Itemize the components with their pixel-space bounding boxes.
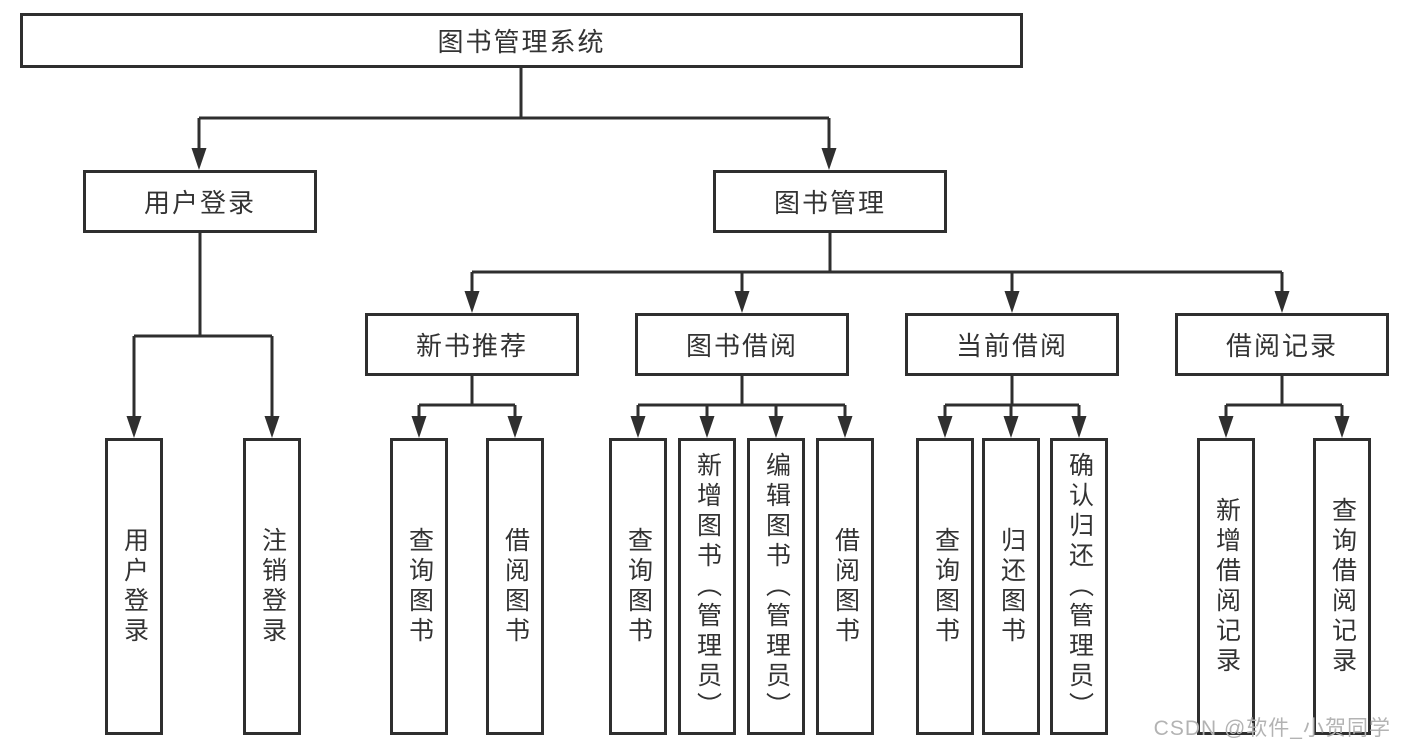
leaf-user-login: 用户登录 (105, 438, 163, 735)
leaf-add-borrow-record: 新增借阅记录 (1197, 438, 1255, 735)
leaf-borrow-books-recommend: 借阅图书 (486, 438, 544, 735)
leaf-logout: 注销登录 (243, 438, 301, 735)
node-user-login: 用户登录 (83, 170, 317, 233)
arrowheads (126, 148, 1350, 438)
node-new-book-recommend: 新书推荐 (365, 313, 579, 376)
node-borrow-records: 借阅记录 (1175, 313, 1389, 376)
csdn-watermark: CSDN @软件_小贺同学 (1153, 717, 1391, 740)
leaf-edit-books-admin: 编辑图书（管理员） (747, 438, 805, 735)
leaf-add-books-admin: 新增图书（管理员） (678, 438, 736, 735)
leaf-query-books-recommend: 查询图书 (390, 438, 448, 735)
node-current-borrow: 当前借阅 (905, 313, 1119, 376)
leaf-query-books-borrow: 查询图书 (609, 438, 667, 735)
leaf-return-books: 归还图书 (982, 438, 1040, 735)
node-library-management-system: 图书管理系统 (20, 13, 1023, 68)
leaf-confirm-return-admin: 确认归还（管理员） (1050, 438, 1108, 735)
node-book-borrow: 图书借阅 (635, 313, 849, 376)
node-book-management: 图书管理 (713, 170, 947, 233)
leaf-query-books-current: 查询图书 (916, 438, 974, 735)
leaf-query-borrow-record: 查询借阅记录 (1313, 438, 1371, 735)
leaf-borrow-books: 借阅图书 (816, 438, 874, 735)
